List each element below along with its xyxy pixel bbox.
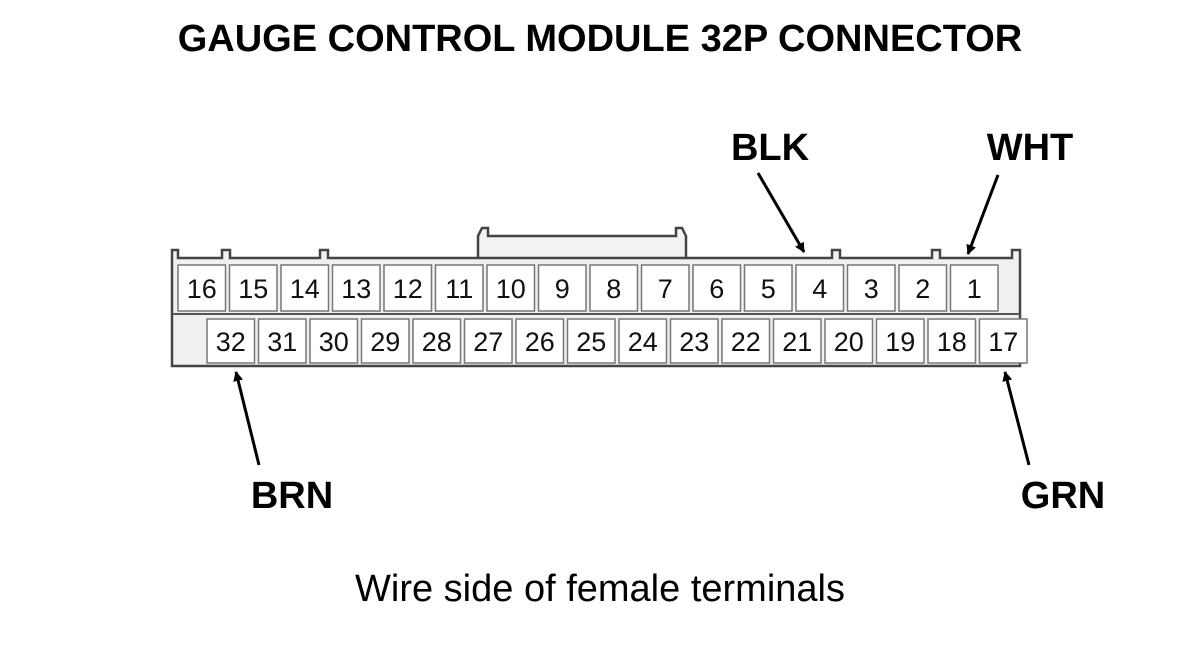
pin-cavity-19: 19 [875, 318, 925, 364]
pin-number: 1 [967, 274, 982, 304]
wire-label-blk: BLK [731, 127, 810, 169]
callout-wht: WHT [966, 127, 1074, 255]
pin-cavity-17: 17 [978, 318, 1028, 364]
pin-number: 4 [812, 274, 827, 304]
arrow-brn [233, 371, 261, 466]
pin-number: 22 [731, 327, 761, 357]
pin-number: 10 [496, 274, 526, 304]
arrow-blk [756, 172, 806, 253]
diagram-caption: Wire side of female terminals [355, 568, 845, 610]
pin-number: 21 [782, 327, 812, 357]
pin-cavity-3: 3 [846, 264, 896, 312]
pin-number: 14 [290, 274, 320, 304]
pin-number: 18 [937, 327, 967, 357]
pin-cavity-31: 31 [257, 318, 307, 364]
pin-number: 23 [679, 327, 709, 357]
pin-cavity-29: 29 [360, 318, 410, 364]
pin-cavity-13: 13 [331, 264, 381, 312]
pin-number: 30 [319, 327, 349, 357]
pin-cavity-11: 11 [434, 264, 484, 312]
pin-cavity-7: 7 [640, 264, 690, 312]
pin-cavity-8: 8 [589, 264, 639, 312]
pin-cavity-10: 10 [486, 264, 536, 312]
pin-number: 15 [238, 274, 268, 304]
diagram-title: GAUGE CONTROL MODULE 32P CONNECTOR [177, 18, 1023, 60]
pin-cavity-23: 23 [669, 318, 719, 364]
pin-cavity-22: 22 [721, 318, 771, 364]
pin-number: 26 [525, 327, 555, 357]
pin-number: 31 [267, 327, 297, 357]
pin-cavity-28: 28 [412, 318, 462, 364]
pin-cavity-4: 4 [795, 264, 845, 312]
pin-number: 32 [216, 327, 246, 357]
pin-cavity-32: 32 [206, 318, 256, 364]
pin-number: 28 [422, 327, 452, 357]
pin-cavity-5: 5 [743, 264, 793, 312]
pin-cavity-2: 2 [898, 264, 948, 312]
arrow-grn [1002, 371, 1031, 466]
pin-cavity-26: 26 [515, 318, 565, 364]
pin-cavity-6: 6 [692, 264, 742, 312]
pin-number: 2 [915, 274, 930, 304]
pin-number: 5 [761, 274, 776, 304]
pin-cavity-12: 12 [383, 264, 433, 312]
pin-number: 3 [864, 274, 879, 304]
wire-label-grn: GRN [1021, 475, 1105, 517]
pin-number: 12 [393, 274, 423, 304]
callout-blk: BLK [731, 127, 810, 253]
pin-number: 24 [628, 327, 658, 357]
pin-cavity-14: 14 [280, 264, 330, 312]
pin-number: 11 [445, 274, 473, 304]
pin-number: 29 [370, 327, 400, 357]
pin-cavity-1: 1 [949, 264, 999, 312]
pin-number: 16 [187, 274, 217, 304]
top-row-pins: 16 15 14 13 12 11 10 9 8 7 6 5 4 3 2 1 [177, 264, 999, 312]
bottom-row-pins: 32 31 30 29 28 27 26 25 24 23 22 21 20 19 18 17 [206, 318, 1028, 364]
pin-cavity-20: 20 [824, 318, 874, 364]
pin-number: 20 [834, 327, 864, 357]
pin-cavity-24: 24 [618, 318, 668, 364]
pin-cavity-16: 16 [177, 264, 227, 312]
pin-number: 27 [473, 327, 503, 357]
pin-number: 7 [658, 274, 673, 304]
pin-number: 19 [885, 327, 915, 357]
arrow-wht [966, 174, 1000, 255]
pin-cavity-25: 25 [566, 318, 616, 364]
pin-number: 9 [555, 274, 570, 304]
pin-cavity-9: 9 [537, 264, 587, 312]
pin-number: 13 [341, 274, 371, 304]
pin-number: 25 [576, 327, 606, 357]
pin-cavity-18: 18 [927, 318, 977, 364]
pin-cavity-15: 15 [228, 264, 278, 312]
wire-label-brn: BRN [251, 475, 333, 517]
pin-number: 17 [988, 327, 1018, 357]
wire-label-wht: WHT [987, 127, 1074, 169]
callout-brn: BRN [233, 371, 333, 517]
pin-number: 6 [709, 274, 724, 304]
callout-grn: GRN [1002, 371, 1105, 517]
pin-cavity-30: 30 [309, 318, 359, 364]
pin-cavity-21: 21 [772, 318, 822, 364]
pin-number: 8 [606, 274, 621, 304]
pin-cavity-27: 27 [463, 318, 513, 364]
